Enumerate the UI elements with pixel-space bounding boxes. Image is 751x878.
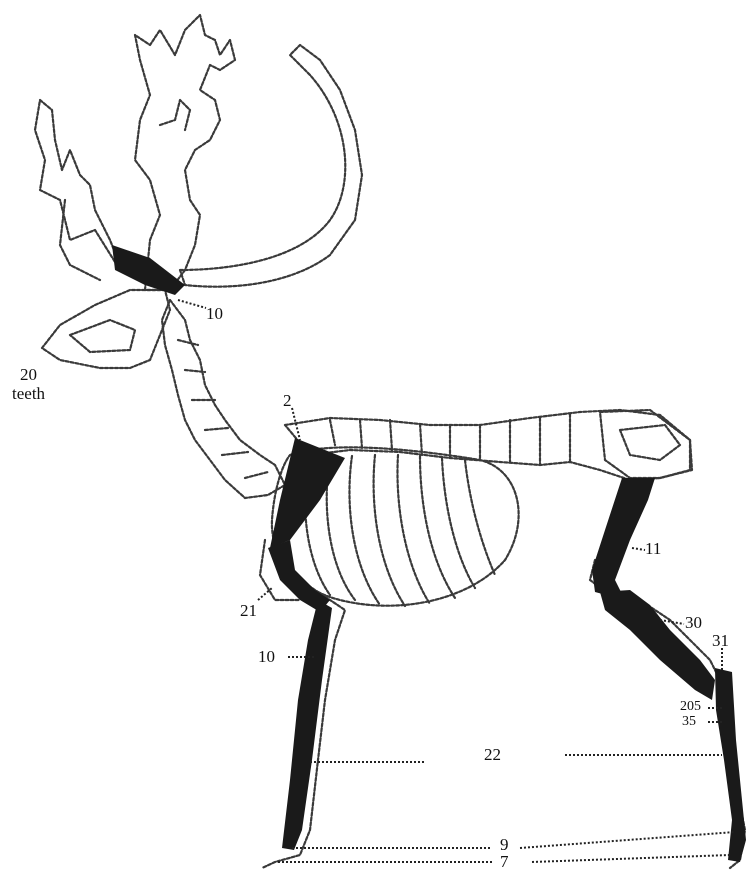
middle-antler — [135, 15, 235, 290]
tibia-bone — [600, 590, 715, 700]
label-antler-base: 10 — [206, 305, 223, 322]
skull — [42, 290, 170, 368]
left-antler — [35, 100, 120, 270]
label-tarsals: 205 — [680, 700, 701, 714]
label-humerus: 21 — [240, 602, 257, 619]
label-foreleg: 10 — [258, 648, 275, 665]
right-antler — [180, 45, 362, 287]
label-tibia: 30 — [685, 614, 702, 631]
pelvis — [600, 410, 690, 478]
label-femur: 11 — [645, 540, 661, 557]
humerus-bone — [268, 540, 330, 612]
label-teeth-count: 20 — [20, 366, 37, 383]
label-hock: 31 — [712, 632, 729, 649]
label-metatarsal: 35 — [682, 715, 696, 729]
neck-vertebrae — [162, 300, 285, 498]
label-teeth-word: teeth — [12, 385, 45, 402]
label-lower-legs: 22 — [484, 746, 501, 763]
leader-lines — [178, 300, 735, 862]
spine — [285, 410, 692, 480]
label-phalanges: 9 — [500, 836, 509, 853]
label-hooves: 7 — [500, 853, 509, 870]
foreleg-bone — [282, 600, 332, 850]
label-scapula: 2 — [283, 392, 292, 409]
